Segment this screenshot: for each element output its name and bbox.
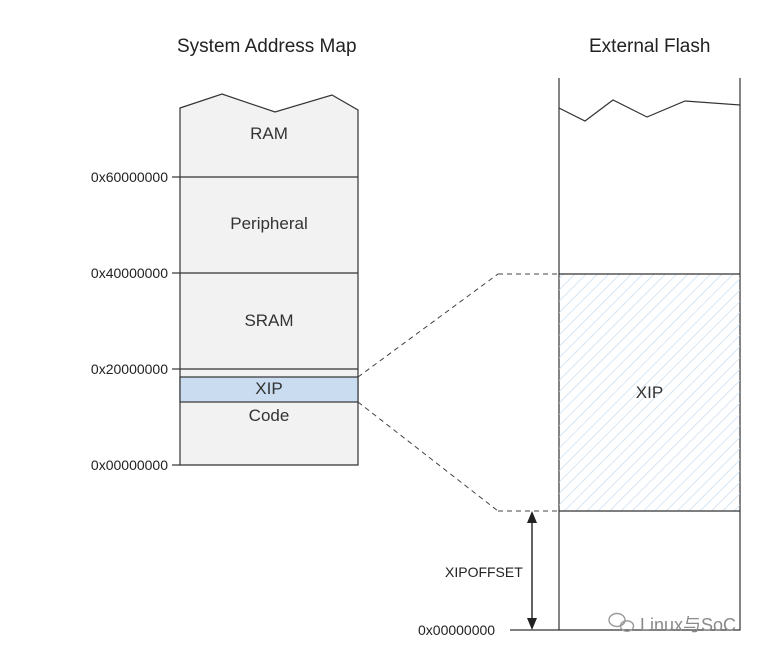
address-label: 0x00000000 [90, 457, 168, 473]
segment-ram: RAM [180, 124, 358, 146]
flash-xip-region-label-box: XIP [559, 383, 740, 405]
xipoffset-arrow-up [527, 511, 537, 523]
address-label: 0x40000000 [90, 265, 168, 281]
xipoffset-label: XIPOFFSET [445, 564, 523, 580]
watermark-text: Linux与SoC [640, 615, 737, 635]
flash-title: External Flash [589, 36, 711, 57]
system-map-title: System Address Map [177, 36, 357, 57]
mapping-line-top [357, 273, 499, 378]
segment-peripheral: Peripheral [180, 214, 358, 236]
mapping-line-bottom [357, 401, 499, 512]
segment-code: Code [180, 406, 358, 428]
segment-xip: XIP [180, 379, 358, 401]
segment-code-label: Code [248, 406, 290, 425]
wechat-logo-icon [608, 612, 635, 632]
address-label: 0x60000000 [90, 169, 168, 185]
segment-peripheral-label: Peripheral [230, 214, 308, 233]
system-map-column [179, 93, 359, 466]
segment-xip-label: XIP [255, 379, 283, 398]
address-label: 0x20000000 [90, 361, 168, 377]
flash-column-top [558, 78, 741, 122]
segment-sram-label: SRAM [244, 311, 294, 330]
flash-xip-region [559, 274, 740, 511]
flash-base-address: 0x00000000 [418, 622, 496, 638]
xipoffset-arrow-down [527, 618, 537, 630]
xip-segment [179, 376, 359, 403]
flash-xip-label: XIP [635, 383, 664, 402]
segment-sram: SRAM [180, 311, 358, 333]
segment-ram-label: RAM [250, 124, 288, 143]
